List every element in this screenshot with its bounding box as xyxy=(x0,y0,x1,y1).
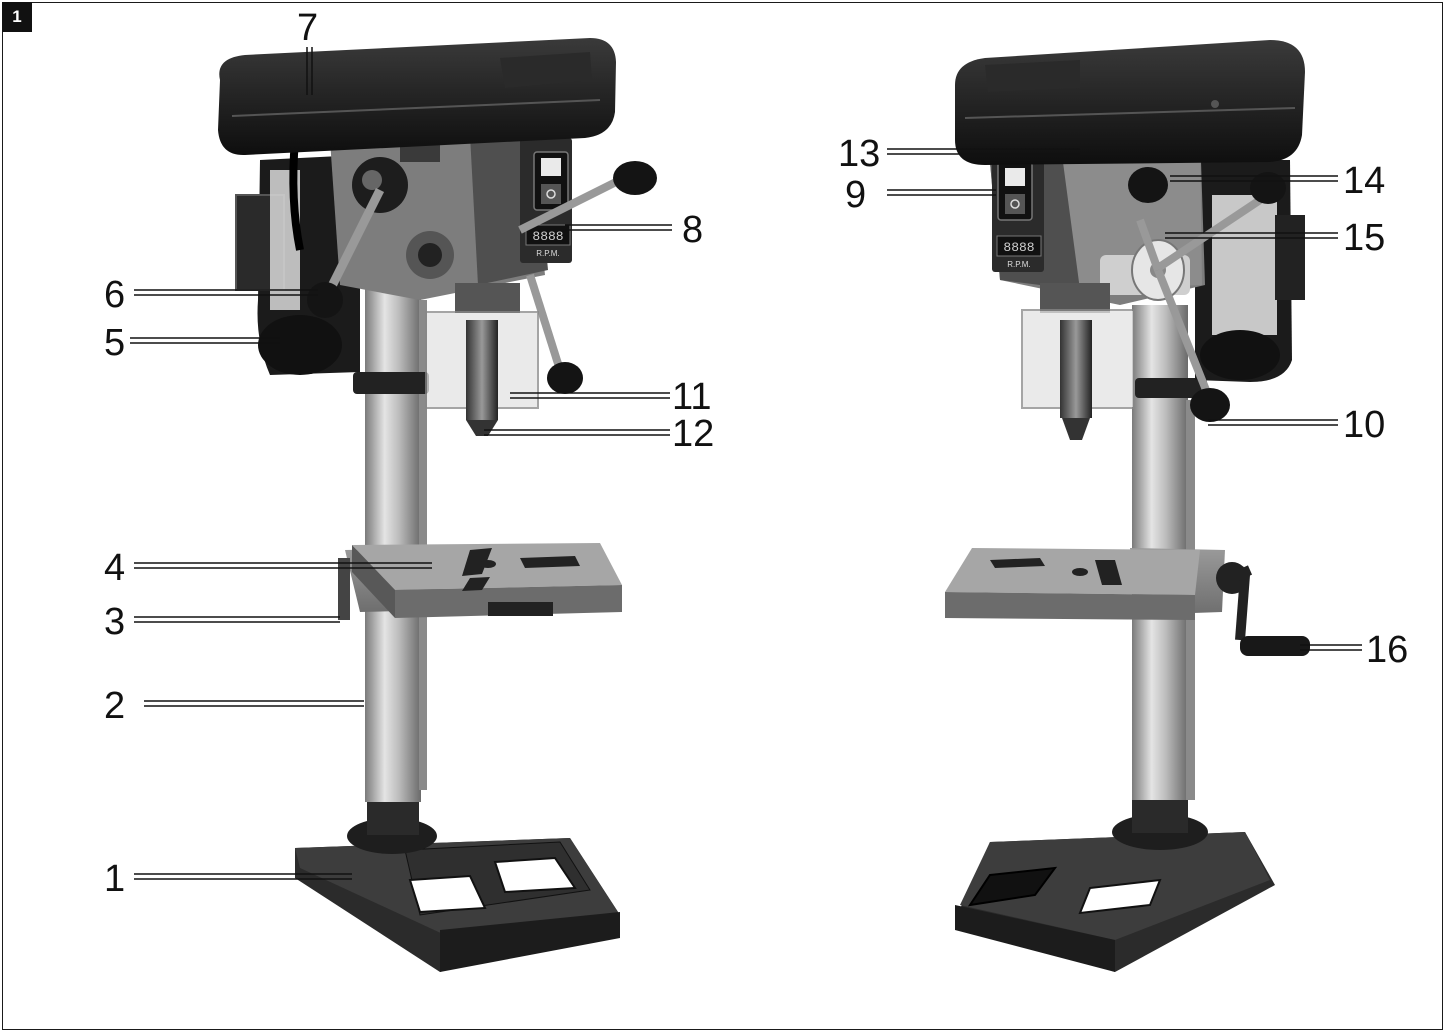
rpm-digits-front: 8888 xyxy=(532,229,563,244)
callout-14: 14 xyxy=(1343,160,1385,202)
callout-13: 13 xyxy=(838,133,880,175)
callout-12: 12 xyxy=(672,413,714,455)
rpm-label-front: R.P.M. xyxy=(536,249,559,258)
callout-2: 2 xyxy=(104,685,125,727)
chuck-guard-front xyxy=(425,283,539,436)
callout-16: 16 xyxy=(1366,629,1408,671)
callout-6: 6 xyxy=(104,274,125,316)
depth-stop-knob-rear xyxy=(1128,167,1168,203)
crank-handle-rear xyxy=(1216,562,1310,656)
column-collar-rear xyxy=(1135,378,1207,398)
work-table-front xyxy=(352,543,622,618)
feed-handles-front xyxy=(307,161,657,394)
motor-rear xyxy=(1195,160,1305,382)
figure-number-badge: 1 xyxy=(2,2,32,32)
callout-11: 11 xyxy=(672,376,711,418)
base-front xyxy=(295,838,620,972)
callout-8: 8 xyxy=(682,209,703,251)
callout-numbers: 7 8 6 5 11 12 4 3 2 1 13 9 14 15 10 16 xyxy=(104,7,1408,900)
work-table-rear xyxy=(945,548,1200,620)
callout-15: 15 xyxy=(1343,217,1385,259)
callout-4: 4 xyxy=(104,547,125,589)
front-view: 8888 R.P.M. xyxy=(218,38,657,972)
callout-9: 9 xyxy=(845,174,866,216)
callout-5: 5 xyxy=(104,322,125,364)
column-collar-front xyxy=(353,372,429,394)
belt-cover-rear xyxy=(955,40,1305,165)
chuck-guard-rear xyxy=(1021,283,1135,440)
table-clamp-handle-front xyxy=(338,558,350,620)
rpm-label-rear: R.P.M. xyxy=(1007,260,1030,269)
rpm-digits-rear: 8888 xyxy=(1003,240,1034,255)
control-panel-front: 8888 R.P.M. xyxy=(520,138,572,263)
base-rear xyxy=(955,832,1275,972)
leader-lines xyxy=(130,47,1362,880)
column-front xyxy=(365,282,421,802)
feed-handles-rear xyxy=(1136,172,1286,422)
motor-front xyxy=(235,139,360,375)
rear-view: 8888 R.P.M. xyxy=(945,40,1310,972)
control-panel-rear: 8888 R.P.M. xyxy=(992,150,1044,272)
callout-3: 3 xyxy=(104,601,125,643)
callout-10: 10 xyxy=(1343,404,1385,446)
belt-cover-front xyxy=(218,38,616,156)
callout-1: 1 xyxy=(104,858,125,900)
callout-7: 7 xyxy=(297,7,318,49)
